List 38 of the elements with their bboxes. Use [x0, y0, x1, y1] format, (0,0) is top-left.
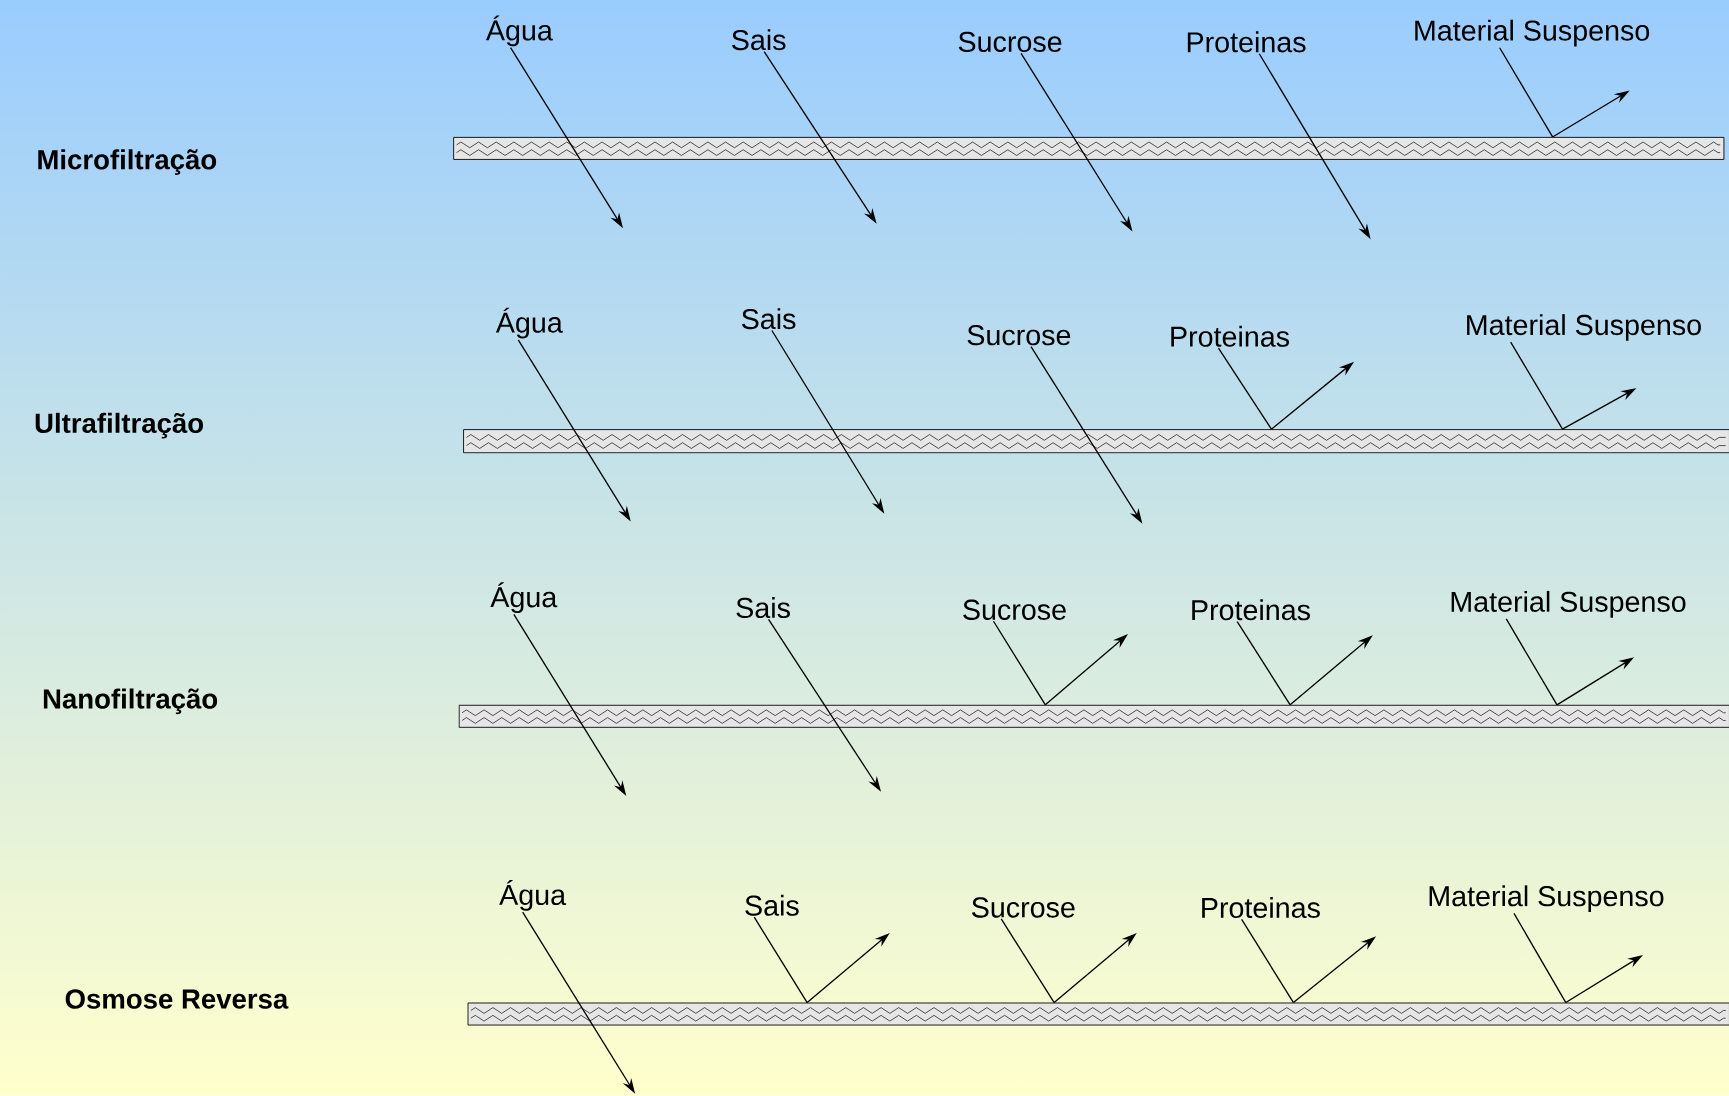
substance-label: Sucrose [972, 897, 1075, 918]
substance-label: Material Suspenso [1467, 314, 1701, 341]
membrane-drawing [467, 1002, 1729, 1026]
line-segment [1505, 618, 1558, 706]
line-segment [1513, 912, 1567, 1004]
substance-label: Sais [742, 308, 796, 330]
substance-label: Sucrose [958, 31, 1062, 52]
line-segment [992, 620, 1046, 706]
membrane-drawing [463, 429, 1729, 454]
substance-label: Material Suspenso [1429, 885, 1664, 912]
substance-label: Sais [736, 597, 790, 619]
substance-label: Sais [745, 894, 799, 916]
membrane-drawing [453, 136, 1725, 160]
row-title: Osmose Reversa [65, 989, 289, 1009]
membrane-drawing [458, 704, 1729, 728]
line-segment [1236, 620, 1291, 706]
substance-label: Proteinas [1202, 896, 1320, 918]
substance-label: Material Suspenso [1415, 19, 1650, 47]
substance-label: Material Suspenso [1451, 590, 1686, 618]
substance-label: Proteinas [1192, 599, 1310, 621]
substance-label: Proteinas [1171, 325, 1289, 347]
line-segment [1217, 347, 1273, 430]
substance-label: Água [485, 15, 553, 47]
substance-label: Água [495, 307, 563, 339]
line-segment [753, 916, 808, 1004]
substance-label: Sais [732, 29, 786, 51]
row-title: Microfiltração [38, 149, 217, 175]
line-segment [1499, 47, 1554, 138]
row-title: Ultrafiltração [35, 412, 203, 439]
substance-label: Sucrose [963, 599, 1066, 620]
substance-label: Água [490, 582, 558, 613]
line-segment [1240, 918, 1295, 1004]
substance-label: Água [499, 879, 567, 911]
line-segment [1000, 918, 1055, 1004]
line-segment [1510, 341, 1564, 430]
substance-label: Proteinas [1187, 31, 1306, 53]
substance-label: Sucrose [967, 325, 1071, 346]
row-title: Nanofiltração [43, 688, 218, 715]
